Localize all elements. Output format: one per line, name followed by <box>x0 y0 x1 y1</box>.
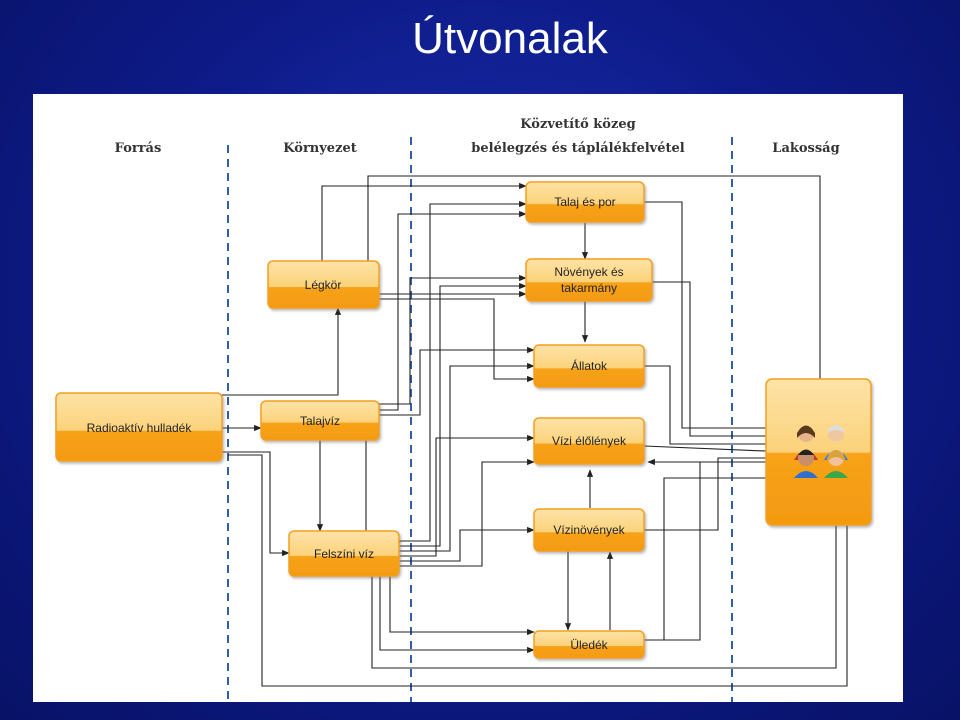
column-heading-environment: Környezet <box>283 141 356 156</box>
node-label: Üledék <box>570 638 608 652</box>
node-radioactive-waste: Radioaktív hulladék <box>55 392 223 462</box>
node-atmosphere: Légkör <box>267 260 380 309</box>
column-heading-population: Lakosság <box>772 141 839 156</box>
node-population <box>765 378 872 526</box>
slide-title: Útvonalak <box>412 14 608 63</box>
node-label: Állatok <box>571 358 608 373</box>
node-soil-dust: Talaj és por <box>525 181 645 223</box>
node-label: Talajvíz <box>300 414 340 428</box>
node-label: Vízinövények <box>553 523 625 537</box>
column-heading-source: Forrás <box>115 141 162 156</box>
node-label: Radioaktív hulladék <box>87 421 193 435</box>
node-surface-water: Felszíni víz <box>288 530 400 577</box>
node-animals: Állatok <box>533 344 645 388</box>
node-label: Vízi élőlények <box>552 434 627 448</box>
node-label: Felszíni víz <box>314 547 374 561</box>
column-heading-medium: Közvetítő közeg <box>520 117 635 132</box>
node-label: Talaj és por <box>554 195 615 209</box>
column-heading-medium-subtitle: belélegzés és táplálékfelvétel <box>471 141 684 156</box>
node-label: Légkör <box>305 278 342 292</box>
node-label-line2: takarmány <box>561 281 617 295</box>
node-plants-fodder: Növények és takarmány <box>525 258 653 302</box>
people-group-icon <box>794 425 848 478</box>
node-aquatic-plants: Vízinövények <box>533 508 645 552</box>
node-aquatic-organisms: Vízi élőlények <box>533 417 645 465</box>
node-label-line1: Növények és <box>554 265 623 279</box>
node-sediment: Üledék <box>533 630 645 659</box>
connectors <box>222 175 851 687</box>
node-groundwater: Talajvíz <box>260 400 380 441</box>
